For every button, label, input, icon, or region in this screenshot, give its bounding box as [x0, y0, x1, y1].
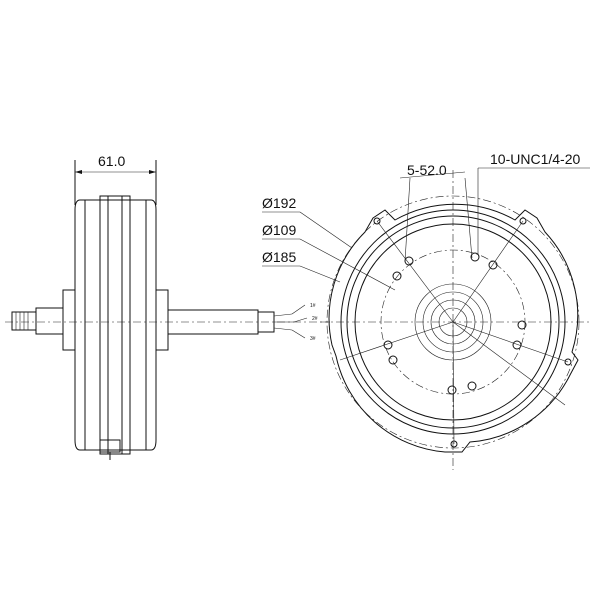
diameter-192-label: Ø192 [262, 195, 296, 211]
diameter-109-label: Ø109 [262, 222, 296, 238]
thread-callout: 10-UNC1/4-20 [490, 151, 580, 167]
wire-label: 1# [310, 303, 316, 309]
wire-label: 2# [312, 316, 318, 322]
angle-dimension: 5-52.0 [407, 162, 447, 178]
bolt-holes [373, 217, 572, 448]
wire-label: 3# [310, 336, 316, 342]
side-view: 61.0 1# 2# 3# [5, 153, 330, 460]
diameter-185-label: Ø185 [262, 249, 296, 265]
width-dimension: 61.0 [98, 153, 125, 169]
front-view: 5-52.0 10-UNC1/4-20 Ø192 Ø109 Ø185 [262, 151, 590, 470]
